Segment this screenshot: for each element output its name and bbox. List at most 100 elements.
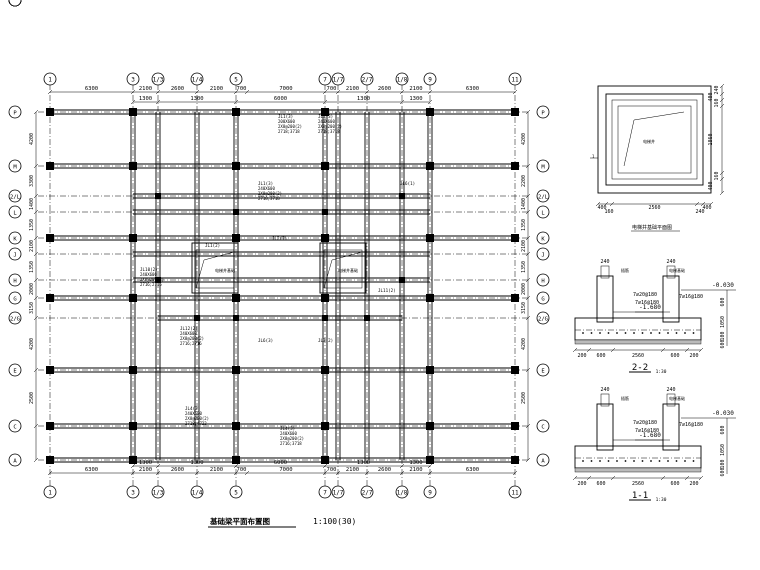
sec-right-dim: 1050 xyxy=(720,444,726,456)
dim-tick xyxy=(586,475,592,481)
sec-right-dim: 1050 xyxy=(720,316,726,328)
beam-label: JL1(2) xyxy=(205,243,220,248)
beam-spec: 240X600 xyxy=(180,331,197,336)
beam-spec: 240X600 xyxy=(258,186,275,191)
rebar-dot xyxy=(599,460,601,462)
axis-label: 7 xyxy=(323,490,327,497)
dim-tick xyxy=(603,201,609,207)
beam-spec: 2716;2716 xyxy=(140,282,162,287)
sec-bottom-dim: 200 xyxy=(577,481,586,487)
rebar-dot xyxy=(607,460,610,462)
column xyxy=(321,108,329,116)
axis-bubble xyxy=(8,231,22,245)
axis-bubble xyxy=(8,419,22,433)
dim-text: 6000 xyxy=(274,460,287,466)
dim-tick xyxy=(427,463,433,469)
axis-bubble xyxy=(331,485,345,499)
dim-tick xyxy=(512,89,518,95)
dim-tick xyxy=(660,347,666,353)
dim-tick xyxy=(610,347,616,353)
column xyxy=(155,193,161,199)
pit-wall-right xyxy=(662,403,680,451)
section-scale: 1:30 xyxy=(656,369,667,375)
dim-text: 1300 xyxy=(139,460,152,466)
dim-text: 2100 xyxy=(210,86,223,92)
dim-tick xyxy=(399,89,405,95)
dim-tick xyxy=(33,163,39,169)
column xyxy=(232,456,240,464)
axis-label: 1/4 xyxy=(192,490,203,497)
dim-tick xyxy=(525,251,531,257)
rebar-dot xyxy=(582,332,584,334)
dim-text: 1350 xyxy=(521,261,527,273)
dim-tick xyxy=(33,457,39,463)
rebar-dot xyxy=(590,460,593,462)
axis-label: A xyxy=(541,459,545,465)
dim-tick xyxy=(33,251,39,257)
column xyxy=(233,315,239,321)
dim-tick xyxy=(525,235,531,241)
pit-dim-text: 400 xyxy=(708,92,714,101)
column-stub-left xyxy=(600,265,610,279)
axis-bubble xyxy=(395,485,409,499)
foundation-slab xyxy=(574,445,702,469)
beam-spec: 2716;2716 xyxy=(180,341,202,346)
axis-label: 1/8 xyxy=(397,77,408,84)
sec-right-dim: 600 xyxy=(720,339,726,348)
dim-text: 2500 xyxy=(29,392,35,404)
dim-text: 3150 xyxy=(29,302,35,314)
pit-label-left: 电梯井基础 xyxy=(215,267,235,273)
column-stub-right xyxy=(666,265,676,279)
rebar-note: 7⌀20@180 xyxy=(633,420,657,426)
dim-text: 2600 xyxy=(378,467,391,473)
rebar-dot xyxy=(667,332,669,334)
rebar-dot xyxy=(684,332,686,334)
dim-tick xyxy=(719,176,725,182)
sec-bottom-dim: 200 xyxy=(689,481,698,487)
sec-top-dim: 240 xyxy=(600,259,609,265)
axis-label: M xyxy=(13,165,17,171)
dim-tick xyxy=(700,201,706,207)
dim-tick xyxy=(525,315,531,321)
dim-tick xyxy=(525,163,531,169)
axis-label: 5 xyxy=(234,490,238,497)
dim-text: 1400 xyxy=(29,198,35,210)
beam-label: JL4(3) xyxy=(185,406,200,411)
dim-text: 2500 xyxy=(521,392,527,404)
axis-label: 2/G xyxy=(538,317,548,323)
axis-label: 2/G xyxy=(10,317,20,323)
dim-tick xyxy=(609,201,615,207)
dim-text: 2100 xyxy=(139,467,152,473)
axis-bubble xyxy=(8,0,22,7)
dim-text: 4200 xyxy=(29,133,35,145)
rebar-dot xyxy=(582,460,584,462)
pit-dim-text: 2560 xyxy=(648,205,660,211)
axis-bubble xyxy=(536,291,550,305)
axis-label: J xyxy=(13,253,16,259)
column xyxy=(232,108,240,116)
dim-tick xyxy=(47,89,53,95)
column xyxy=(321,422,329,430)
beam-spec: 2X8@200(2) xyxy=(258,191,282,196)
rebar-dot xyxy=(641,460,644,462)
axis-label: G xyxy=(13,297,16,303)
axis-bubble xyxy=(318,72,332,86)
dim-text: 2100 xyxy=(346,86,359,92)
dim-tick xyxy=(322,470,328,476)
beam-spec: 2716;3718 xyxy=(280,441,302,446)
column xyxy=(129,456,137,464)
axis-label: H xyxy=(13,279,16,285)
axis-bubble xyxy=(536,205,550,219)
column xyxy=(232,162,240,170)
pit-dim-text: 160 xyxy=(604,209,613,215)
beam-label: JL1(3) xyxy=(258,181,273,186)
sec-bottom-dim: 600 xyxy=(670,353,679,359)
dim-tick xyxy=(155,463,161,469)
rebar-dot xyxy=(616,332,618,334)
axis-label: 3 xyxy=(131,490,135,497)
sec-right-dim: 600 xyxy=(720,297,726,306)
dim-tick xyxy=(572,475,578,481)
